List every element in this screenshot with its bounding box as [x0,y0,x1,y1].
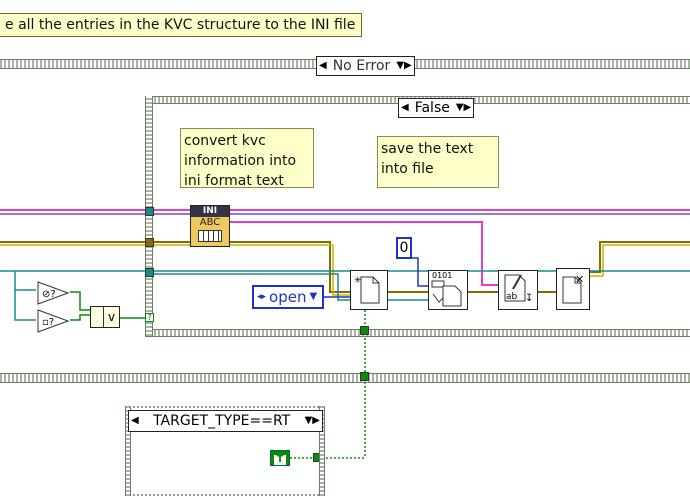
numeric-wire [412,257,428,287]
write-text-node[interactable]: ab ↧ [498,270,538,310]
save-note: save the text into file [377,136,499,188]
open-file-node[interactable]: ✳ [350,270,388,310]
inner-case-label: False [414,100,450,116]
svg-text:✕: ✕ [575,273,584,286]
outer-case-next-icon[interactable]: ▼▶ [396,60,412,71]
close-file-icon: ✕ [562,273,584,304]
or-node-left [91,307,104,327]
bottom-case-right-border [319,406,325,496]
bottom-case-label: TARGET_TYPE==RT [153,413,291,429]
enum-arrows-icon[interactable]: ◂▸ [257,292,267,302]
bottom-case-next-icon[interactable]: ▼▶ [304,415,320,426]
svg-text:↧: ↧ [525,293,533,304]
svg-text:ab: ab [506,292,518,302]
write-binary-icon [431,280,462,307]
string-wire [0,209,690,286]
tunnel-refnum [145,268,154,277]
inner-case-selector[interactable]: ◀ False ▼▶ [398,98,475,118]
top-comment: e all the entries in the KVC structure t… [0,13,363,37]
or-node[interactable]: v [90,306,120,328]
tunnel-cluster [145,238,154,247]
file-open-icon: ✳ [354,276,380,304]
svg-text:⊘?: ⊘? [42,289,56,300]
tunnel-bool-outer-bottom [360,372,369,381]
bottom-case-left-border [125,406,131,496]
ini-vi-sub: ABC [199,217,221,228]
tunnel-bool: ? [145,313,154,322]
or-node-label: v [107,310,116,324]
enum-dropdown-icon[interactable]: ▼ [309,291,318,302]
empty-path-compare[interactable]: ▫? [36,308,70,334]
close-file-node[interactable]: ✕ [556,268,590,310]
ini-vi-label: INI [191,206,229,217]
inner-case-next-icon[interactable]: ▼▶ [455,102,472,113]
svg-text:▫?: ▫? [42,317,54,328]
zero-constant[interactable]: 0 [396,237,412,259]
write-binary-label: 0101 [432,271,453,280]
inner-case-prev-icon[interactable]: ◀ [401,102,409,113]
write-binary-node[interactable]: 0101 [428,270,468,310]
bottom-case-selector[interactable]: ◀ TARGET_TYPE==RT ▼▶ [128,410,323,432]
write-text-icon: ab ↧ [504,274,533,304]
bottom-case-prev-icon[interactable]: ◀ [131,415,139,426]
kvc-to-ini-vi[interactable]: INI ABC [190,205,230,247]
open-mode-value: open [269,288,307,306]
convert-note: convert kvc information into ini format … [180,128,314,188]
outer-case-selector[interactable]: ◀ No Error ▼▶ [316,56,415,76]
true-constant-label: T [274,455,286,465]
true-constant[interactable]: T [270,450,290,466]
svg-text:✳: ✳ [354,276,362,286]
outer-case-bottom-border [0,373,690,383]
tunnel-refnum-top [145,207,154,216]
outer-case-label: No Error [332,58,391,74]
outer-case-prev-icon[interactable]: ◀ [319,60,327,71]
open-mode-enum[interactable]: ◂▸ open ▼ [252,285,324,309]
inner-case-left-border [145,96,153,336]
cluster-wire [0,241,690,296]
not-a-path-compare[interactable]: ⊘? [36,280,70,306]
inner-case-bottom-border [145,329,690,337]
tunnel-bool-inner-bottom [360,326,369,335]
ini-vi-icon [198,230,222,242]
